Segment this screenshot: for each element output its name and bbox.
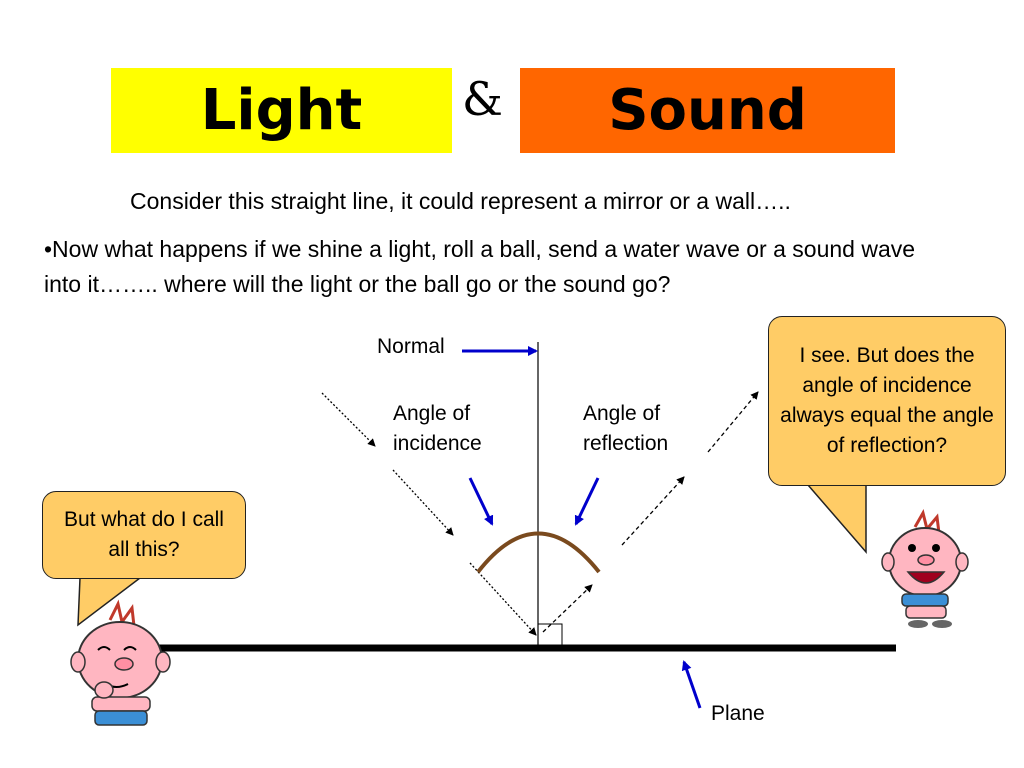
angle-reflection-label-line-1: Angle of [583,402,661,425]
incident-ray-segment-3 [469,562,537,636]
light-title: Light [200,78,363,143]
angle-arc [476,531,601,574]
angle-incidence-label-line-1: Angle of [393,402,471,425]
plane-pointer-arrow [681,660,702,709]
thinking-boy-illustration [70,599,171,726]
angle-reflection-label-line-2: reflection [583,432,669,455]
angle-reflection-label: Angle of reflection [583,399,668,459]
reflected-ray-segment-1 [542,584,593,633]
incidence-pointer-arrow [468,477,494,526]
plane-label: Plane [711,702,765,725]
intro-text: Consider this straight line, it could re… [130,188,791,214]
light-title-box: Light [111,68,452,153]
bubble-left-tail [77,577,143,627]
title-ampersand: & [462,72,503,126]
incident-ray-segment-1 [321,392,376,447]
angle-incidence-label: Angle of incidence [393,399,482,459]
speech-bubble-right: I see. But does the angle of incidence a… [768,316,1006,486]
sound-title-box: Sound [520,68,895,153]
normal-label: Normal [377,335,445,358]
reflection-pointer-arrow [574,477,600,526]
question-text: •Now what happens if we shine a light, r… [44,236,916,297]
incident-ray-segment-2 [392,469,454,536]
right-angle-marker [537,623,563,646]
sound-title: Sound [608,78,807,143]
laughing-boy-illustration [881,509,969,628]
bubble-right-tail [806,484,867,555]
speech-bubble-right-text: I see. But does the angle of incidence a… [780,344,994,457]
speech-bubble-left: But what do I call all this? [42,491,246,579]
reflected-ray-segment-2 [621,476,685,546]
reflected-ray-segment-3 [707,391,759,453]
speech-bubble-left-text: But what do I call all this? [64,508,224,561]
angle-incidence-label-line-2: incidence [393,432,482,455]
